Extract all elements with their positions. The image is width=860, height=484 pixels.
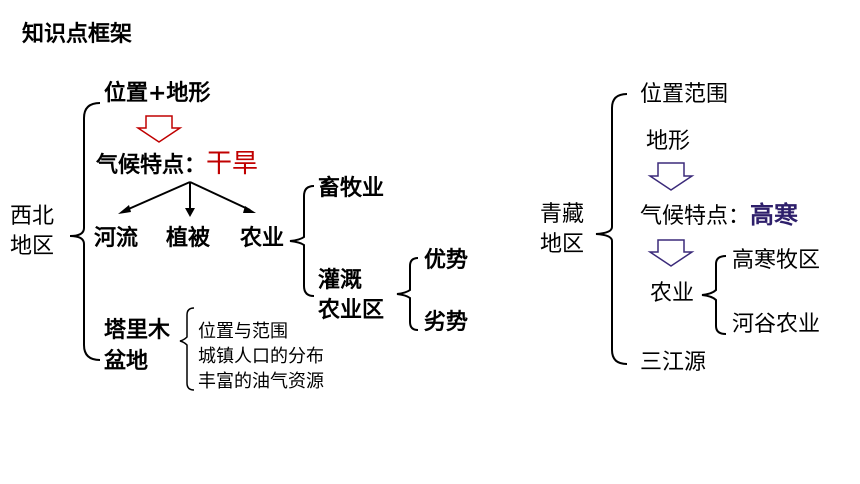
effect-vegetation: 植被 [166,226,211,251]
advantages: 优势 [424,248,469,273]
tarim-brace [179,307,195,391]
climate-label-qinghai: 气候特点：高寒 [640,203,798,228]
valley-agriculture: 河谷农业 [732,312,821,337]
effect-rivers: 河流 [94,226,139,251]
qinghai-region-line1: 青藏 [540,202,585,227]
alpine-pasture: 高寒牧区 [732,248,821,273]
qinghai-agriculture: 农业 [650,281,695,306]
northwest-brace [69,102,101,361]
climate-value-cold: 高寒 [750,201,799,229]
red-down-arrow [135,115,183,143]
climate-label-northwest: 气候特点：干旱 [96,151,258,177]
purple-down-arrow-2 [647,239,695,267]
animal-husbandry: 畜牧业 [318,176,385,201]
qinghai-position: 位置范围 [640,82,729,107]
northwest-region-line1: 西北 [10,204,55,229]
climate-value-dry: 干旱 [206,149,259,179]
qinghai-terrain: 地形 [646,129,691,154]
purple-down-arrow-1 [647,162,695,191]
disadvantages: 劣势 [424,310,469,335]
page-title: 知识点框架 [22,22,133,47]
tarim-line2: 盆地 [104,349,149,374]
agriculture-brace [289,185,315,297]
effect-agriculture: 农业 [240,226,285,251]
irrigation-line2: 农业区 [318,298,385,323]
climate-label-text: 气候特点： [96,153,207,178]
three-rivers-source: 三江源 [640,350,707,375]
qinghai-region-line2: 地区 [540,232,585,257]
position-terrain: 位置+地形 [104,81,211,106]
tarim-item-oil-gas: 丰富的油气资源 [198,371,324,392]
northwest-region-line2: 地区 [10,234,55,259]
climate-label-text-qinghai: 气候特点： [640,204,751,229]
pros-cons-brace [396,257,419,331]
tarim-item-population: 城镇人口的分布 [198,346,324,367]
tarim-item-position: 位置与范围 [198,321,288,342]
irrigation-line1: 灌溉 [318,268,363,293]
tarim-line1: 塔里木 [104,318,171,343]
east-agri-brace [701,255,727,335]
qinghai-brace [595,93,628,365]
